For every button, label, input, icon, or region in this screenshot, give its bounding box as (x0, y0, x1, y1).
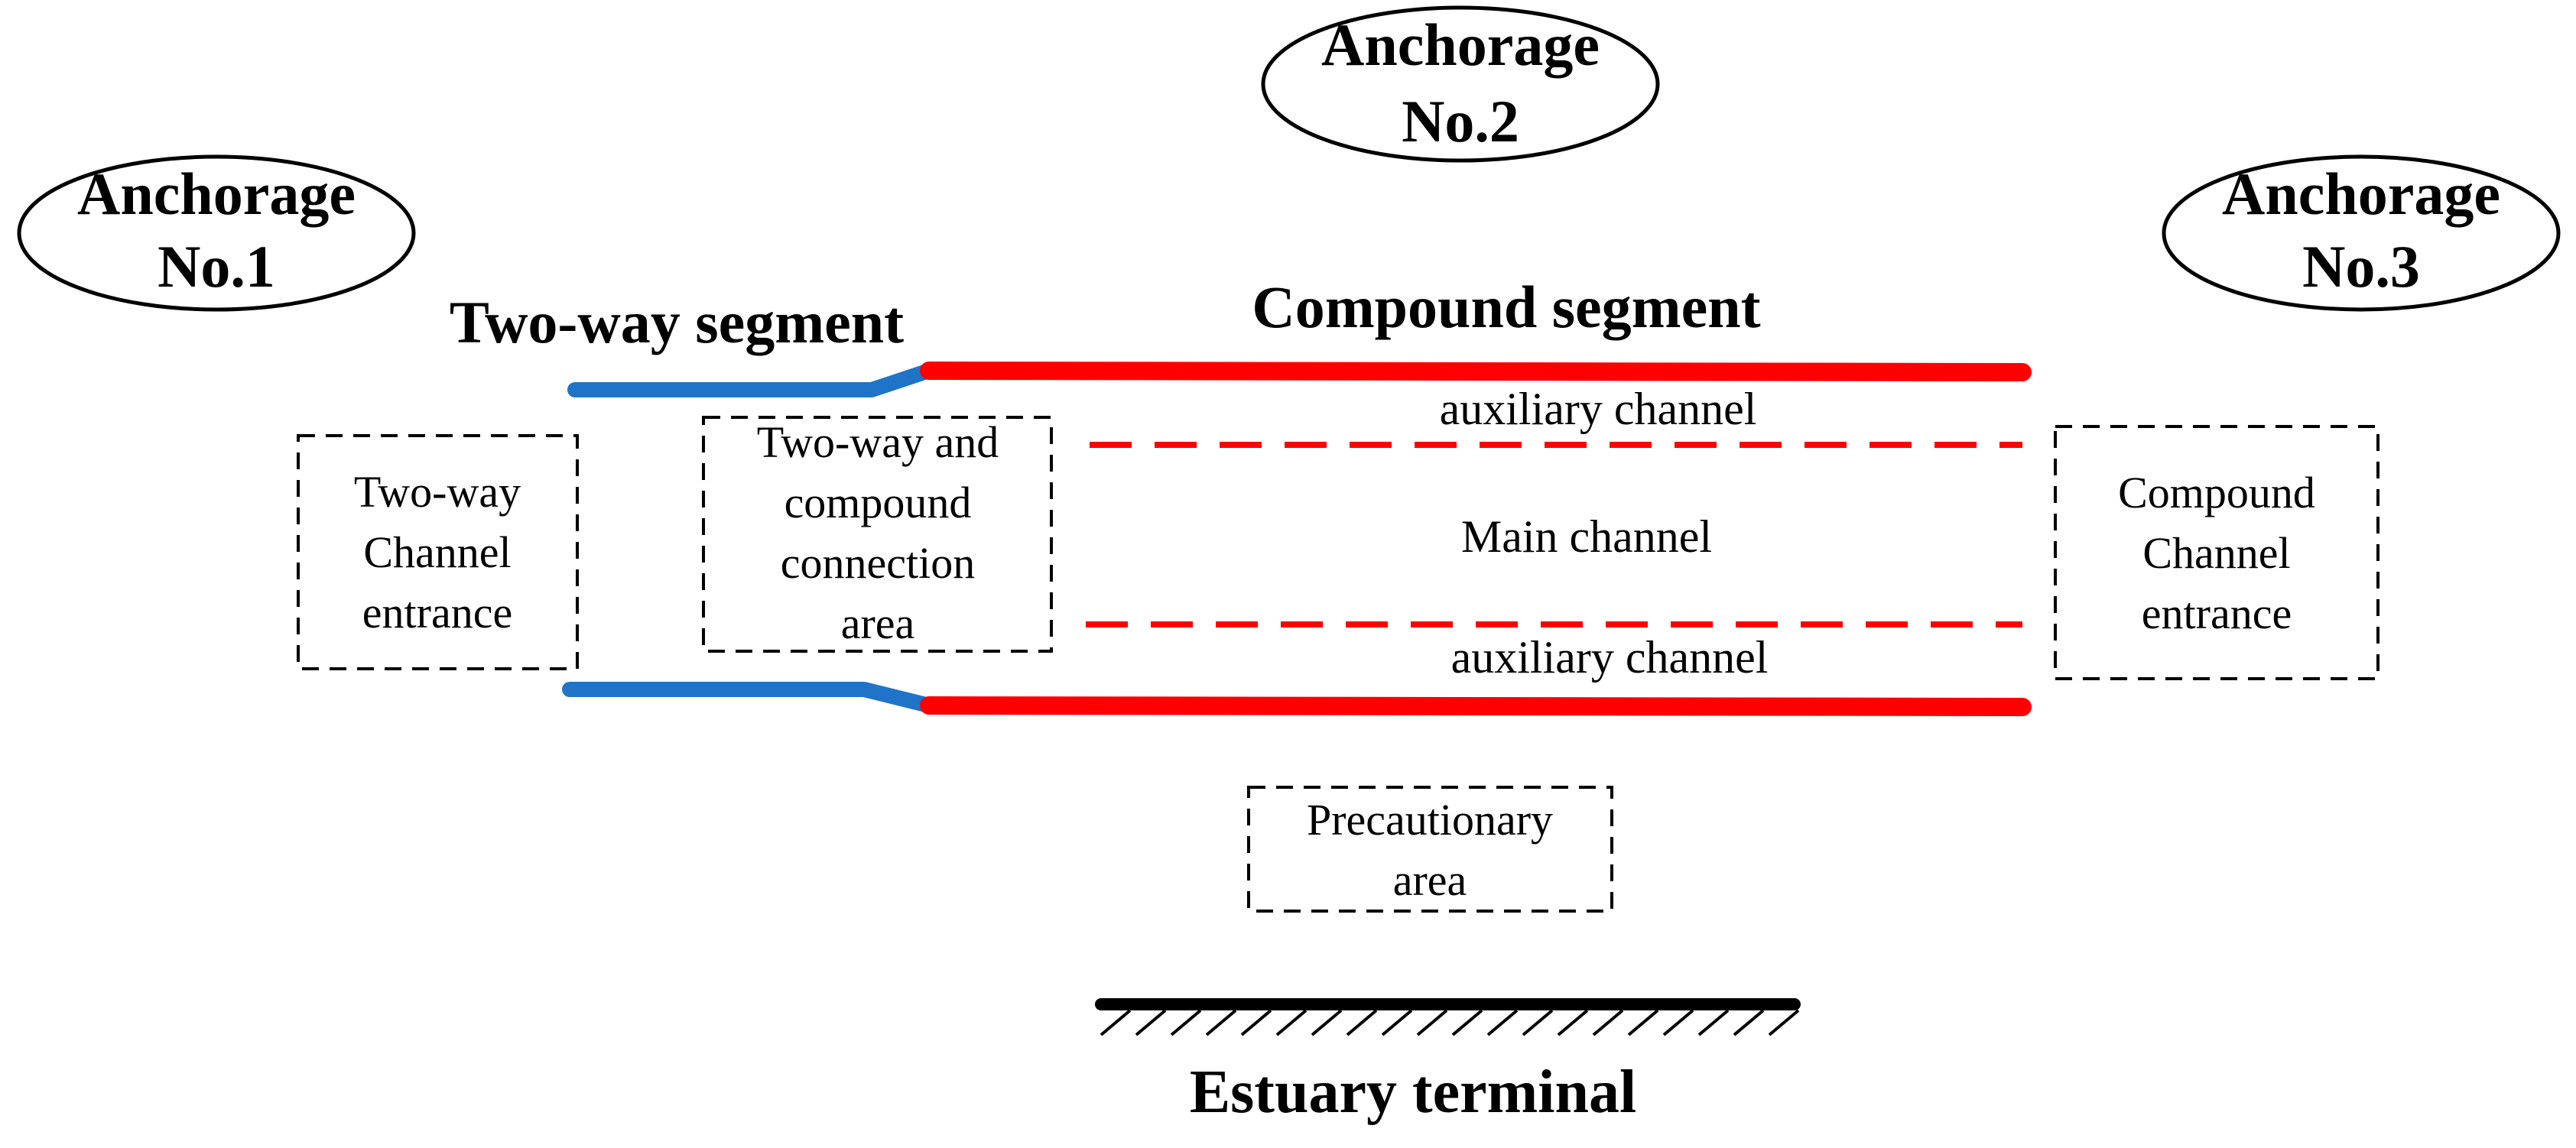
anchorage-no1: Anchorage No.1 (17, 154, 416, 312)
anchorage-no2: Anchorage No.2 (1261, 5, 1660, 163)
estuary-terminal-label: Estuary terminal (1190, 1059, 1636, 1126)
hatch-stroke (1733, 1009, 1765, 1036)
hatch-stroke (1275, 1009, 1307, 1036)
precautionary-area-box (1247, 786, 1613, 913)
hatch-stroke (1451, 1009, 1483, 1036)
two-way-segment-title: Two-way segment (450, 289, 904, 355)
compound-lower-boundary (920, 696, 2032, 716)
hatch-stroke (1311, 1009, 1343, 1036)
anchorage-no1-ellipse (17, 154, 416, 312)
hatch-stroke (1170, 1009, 1202, 1036)
compound-entrance-line1: Compound (2118, 468, 2315, 517)
anchorage-no3-line2: No.3 (2302, 233, 2420, 300)
two-way-entrance-line3: entrance (362, 588, 512, 637)
anchorage-no1-line2: No.1 (158, 233, 275, 300)
hatch-stroke (1381, 1009, 1413, 1036)
connection-area: Two-way and compound connection area (702, 416, 1053, 653)
hatch-stroke (1768, 1009, 1800, 1036)
two-way-lower-boundary (562, 682, 937, 713)
hatch-stroke (1240, 1009, 1272, 1036)
hatch-stroke (1522, 1009, 1554, 1036)
main-channel-label: Main channel (1461, 511, 1712, 562)
hatch-stroke (1135, 1009, 1167, 1036)
hatch-stroke (1662, 1009, 1694, 1036)
anchorage-no2-ellipse (1261, 5, 1660, 163)
precautionary-area-line1: Precautionary (1307, 795, 1553, 845)
compound-upper-boundary (920, 362, 2032, 381)
connection-area-box (702, 416, 1053, 653)
hatch-stroke (1100, 1009, 1132, 1036)
anchorage-no3: Anchorage No.3 (2162, 154, 2561, 312)
two-way-entrance-box (297, 434, 579, 670)
hatch-stroke (1592, 1009, 1624, 1036)
connection-area-line3: connection (781, 538, 975, 588)
hatch-stroke (1557, 1009, 1589, 1036)
auxiliary-channel-bottom-label: auxiliary channel (1451, 632, 1769, 683)
anchorage-no3-ellipse (2162, 154, 2561, 312)
compound-channel-entrance: Compound Channel entrance (2054, 425, 2379, 680)
precautionary-area: Precautionary area (1247, 786, 1613, 913)
hatch-stroke (1205, 1009, 1237, 1036)
anchorage-no2-line1: Anchorage (1321, 11, 1600, 78)
connection-area-line4: area (841, 598, 915, 648)
connection-area-line1: Two-way and (757, 417, 999, 467)
anchorage-no3-line1: Anchorage (2222, 161, 2500, 227)
anchorage-no2-line2: No.2 (1402, 88, 1519, 154)
two-way-entrance-line1: Two-way (354, 467, 521, 517)
terminal-hatching (1100, 1009, 1800, 1036)
compound-entrance-line2: Channel (2142, 528, 2290, 578)
two-way-channel-entrance: Two-way Channel entrance (297, 434, 579, 670)
hatch-stroke (1627, 1009, 1659, 1036)
compound-segment-title: Compound segment (1252, 274, 1760, 340)
two-way-upper-boundary (567, 363, 937, 397)
connection-area-line2: compound (784, 478, 972, 527)
hatch-stroke (1697, 1009, 1730, 1036)
hatch-stroke (1486, 1009, 1519, 1036)
compound-entrance-box (2054, 425, 2379, 680)
anchorage-no1-line1: Anchorage (77, 161, 356, 227)
hatch-stroke (1416, 1009, 1448, 1036)
hatch-stroke (1346, 1009, 1378, 1036)
compound-entrance-line3: entrance (2142, 589, 2292, 638)
auxiliary-channel-top-label: auxiliary channel (1440, 384, 1757, 434)
estuary-terminal: Estuary terminal (1095, 998, 1801, 1126)
two-way-entrance-line2: Channel (363, 527, 511, 577)
precautionary-area-line2: area (1393, 855, 1467, 905)
